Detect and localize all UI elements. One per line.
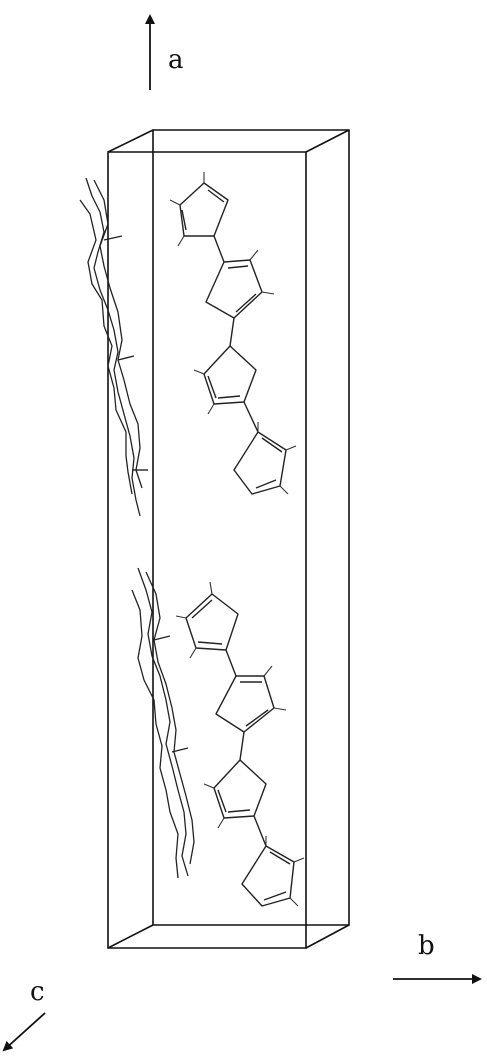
unit-cell-edge [305, 924, 350, 949]
unit-cell-edge [305, 129, 350, 153]
edge-on-molecule-lower [131, 567, 195, 879]
molecule-lower [175, 581, 305, 907]
unit-cell-edge [107, 129, 154, 153]
thiophene-ring [233, 422, 297, 495]
thiophene-ring [215, 665, 287, 733]
axis-a: a [145, 14, 184, 90]
axis-c: c [2, 977, 46, 1052]
unit-cell [107, 129, 350, 949]
axis-c-label: c [30, 977, 45, 1007]
thiophene-ring [175, 581, 239, 659]
axis-b-label: b [418, 931, 435, 961]
thiophene-ring [241, 836, 305, 907]
unit-cell-front-face [107, 151, 307, 949]
molecule-upper [169, 172, 297, 495]
axis-b: b [393, 931, 482, 984]
axis-a-label: a [168, 45, 184, 75]
thiophene-ring [193, 345, 257, 415]
thiophene-ring [205, 249, 275, 319]
edge-on-molecule-upper [79, 177, 148, 517]
thiophene-ring [203, 759, 267, 829]
axis-c-arrow [2, 1012, 46, 1052]
thiophene-ring [169, 172, 229, 247]
unit-cell-edge [107, 924, 154, 949]
